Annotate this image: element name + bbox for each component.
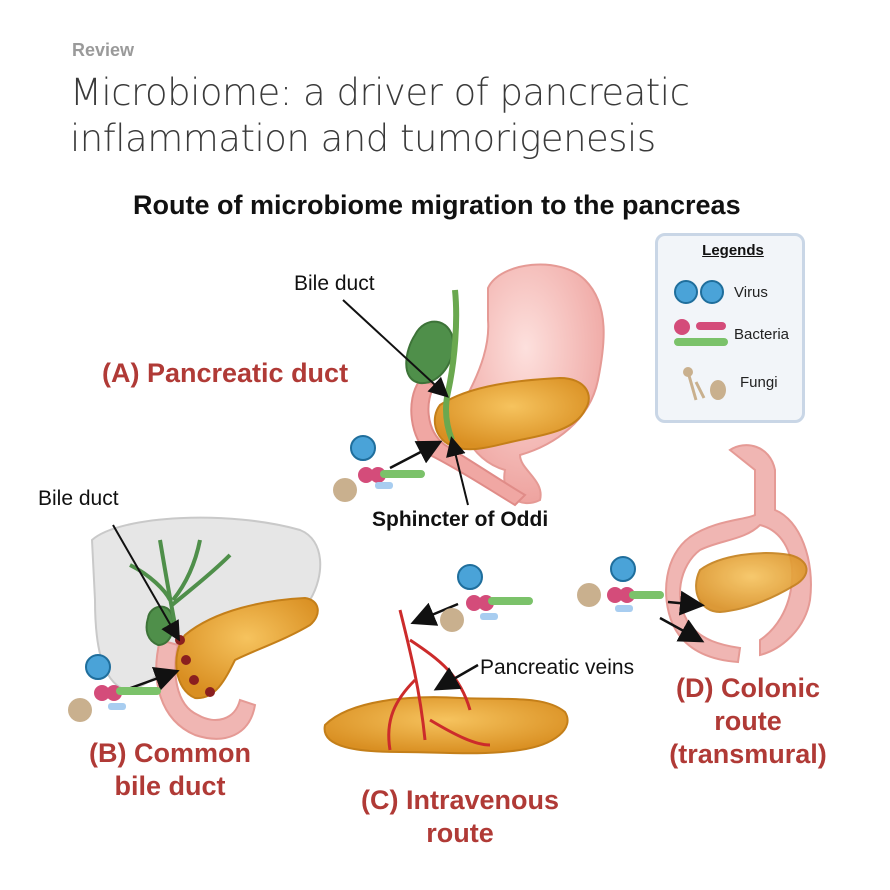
legend-title: Legends [702, 242, 764, 259]
route-b-line1: (B) Common [89, 738, 251, 768]
sphincter-pointer [446, 436, 469, 506]
route-c-label: (C) Intravenous route [335, 784, 585, 850]
veins-pointer [433, 663, 479, 691]
fungi-icon [683, 367, 726, 401]
route-c-arrow-top [410, 602, 459, 626]
pancreatic-veins-label: Pancreatic veins [480, 656, 635, 679]
pancreas-b [175, 596, 319, 700]
article-type-label: Review [72, 40, 135, 60]
virus-icon [674, 280, 724, 304]
route-d-line3: (transmural) [669, 739, 827, 769]
bile-duct-b-pointer [112, 524, 180, 642]
route-c-line1: (C) Intravenous [360, 785, 560, 815]
legend-bacteria-label: Bacteria [734, 326, 790, 343]
bile-duct-label-left: Bile duct [38, 487, 119, 510]
microbe-cluster-c [440, 564, 533, 632]
legend-virus-label: Virus [734, 284, 768, 301]
route-b-label: (B) Common bile duct [60, 737, 280, 803]
microbe-cluster-b [68, 654, 161, 722]
microbe-cluster-a [333, 435, 425, 502]
legend-icons [674, 280, 728, 401]
pancreas-d [695, 552, 808, 614]
article-title: Microbiome: a driver of pancreatic infla… [70, 71, 690, 160]
route-d-label: (D) Colonic route (transmural) [648, 672, 848, 771]
microbe-cluster-d [577, 556, 664, 612]
route-d-line1: (D) Colonic [676, 673, 820, 703]
route-d-arrow-2 [659, 616, 705, 643]
figure-subtitle: Route of microbiome migration to the pan… [133, 190, 741, 220]
gallbladder-a [405, 320, 455, 385]
pancreas-a [433, 376, 590, 451]
route-c-line2: route [426, 818, 494, 848]
legend-fungi-label: Fungi [740, 374, 778, 391]
bacteria-icon [674, 319, 728, 346]
gallbladder-b [145, 605, 175, 647]
legend: Legends Virus Bacteria Fungi [655, 233, 805, 423]
route-d-arrow-1 [667, 590, 705, 616]
route-a-label: (A) Pancreatic duct [102, 358, 349, 388]
duodenum-b [155, 638, 257, 740]
colon-d [665, 444, 812, 664]
bile-duct-a-pointer [342, 299, 449, 398]
route-a-arrow [389, 440, 443, 470]
bile-duct-label-top: Bile duct [294, 272, 375, 295]
route-d-line2: route [714, 706, 782, 736]
route-b-line2: bile duct [114, 771, 226, 801]
sphincter-dots-b [175, 635, 215, 697]
sphincter-label: Sphincter of Oddi [372, 508, 549, 531]
pancreas-c [323, 696, 569, 755]
